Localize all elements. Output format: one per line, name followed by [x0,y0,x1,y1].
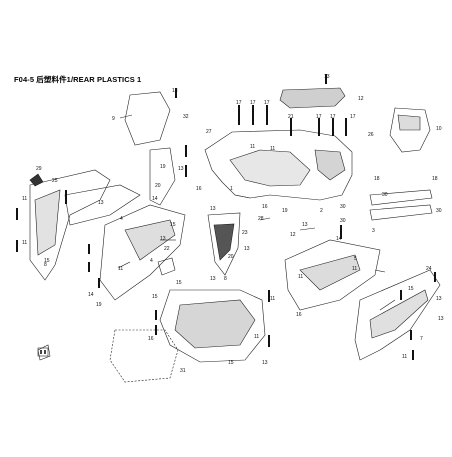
svg-text:16: 16 [148,336,154,342]
svg-text:23: 23 [242,230,248,236]
diagram-title: F04-5 后塑料件1/REAR PLASTICS 1 [14,75,142,84]
svg-text:30: 30 [382,192,388,198]
rear-fender-part [204,129,353,201]
svg-text:16: 16 [262,204,268,210]
svg-text:13: 13 [98,200,104,206]
svg-text:17: 17 [330,114,336,120]
svg-text:17: 17 [236,100,242,106]
svg-text:10: 10 [436,126,442,132]
svg-text:15: 15 [228,360,234,366]
svg-text:16: 16 [296,312,302,318]
svg-text:17: 17 [250,100,256,106]
right-side-panel-part [284,239,381,311]
seat-base-part [207,212,241,276]
svg-text:11: 11 [250,144,255,150]
svg-text:15: 15 [44,258,50,264]
svg-text:11: 11 [22,240,27,246]
svg-text:11: 11 [352,266,357,272]
svg-text:22: 22 [164,246,170,252]
svg-text:14: 14 [336,236,342,242]
svg-text:30: 30 [340,218,346,224]
svg-text:13: 13 [324,74,330,80]
svg-text:11: 11 [22,196,27,202]
svg-text:16: 16 [196,186,202,192]
svg-text:30: 30 [340,204,346,210]
svg-text:11: 11 [298,274,303,280]
svg-text:17: 17 [264,100,270,106]
svg-text:11: 11 [118,266,123,272]
svg-text:14: 14 [152,196,158,202]
svg-text:4: 4 [120,216,123,222]
svg-text:19: 19 [282,208,288,214]
svg-text:12: 12 [358,96,364,102]
rack-cover-part [279,87,346,109]
svg-text:28: 28 [258,216,264,222]
svg-text:13: 13 [172,88,178,94]
svg-text:15: 15 [170,222,176,228]
svg-text:12: 12 [290,232,296,238]
svg-text:19: 19 [96,302,102,308]
svg-text:13: 13 [436,296,442,302]
svg-text:21: 21 [288,114,294,120]
svg-text:32: 32 [183,114,189,120]
svg-text:14: 14 [88,292,94,298]
svg-text:29: 29 [36,166,42,172]
svg-text:18: 18 [432,176,438,182]
svg-text:3: 3 [372,228,375,234]
svg-text:20: 20 [155,183,161,189]
svg-text:11: 11 [254,334,259,340]
svg-text:17: 17 [316,114,322,120]
svg-text:15: 15 [408,286,414,292]
svg-text:13: 13 [244,246,250,252]
svg-text:24: 24 [426,266,432,272]
svg-text:15: 15 [176,280,182,286]
svg-text:11: 11 [270,146,275,152]
floor-panel-part [159,289,266,363]
svg-text:20: 20 [228,254,234,260]
svg-text:2: 2 [320,208,323,214]
svg-text:31: 31 [180,368,186,374]
svg-text:26: 26 [368,132,374,138]
svg-text:13: 13 [262,360,268,366]
svg-text:8: 8 [44,262,47,268]
left-side-panel-part [29,169,111,281]
svg-text:11: 11 [402,354,407,360]
svg-text:5: 5 [354,256,357,262]
svg-text:13: 13 [302,222,308,228]
svg-text:8: 8 [224,276,227,282]
svg-text:13: 13 [210,206,216,212]
svg-text:9: 9 [112,116,115,122]
svg-text:15: 15 [152,294,158,300]
svg-text:13: 13 [178,166,184,172]
tail-light-part [389,107,431,153]
svg-text:25: 25 [52,178,58,184]
svg-text:13: 13 [210,276,216,282]
svg-text:13: 13 [160,236,166,242]
right-skid-part [354,269,441,361]
svg-text:18: 18 [374,176,380,182]
svg-text:19: 19 [160,164,166,170]
logo-badge-icon [37,347,49,357]
svg-text:13: 13 [438,316,444,322]
svg-text:4: 4 [150,258,153,264]
svg-text:11: 11 [270,296,275,302]
svg-text:7: 7 [420,336,423,342]
footwell-outline [109,329,179,383]
svg-text:30: 30 [436,208,442,214]
svg-text:17: 17 [350,114,356,120]
svg-text:27: 27 [206,129,212,135]
mud-flap-part [124,91,171,146]
svg-text:1: 1 [230,186,233,192]
